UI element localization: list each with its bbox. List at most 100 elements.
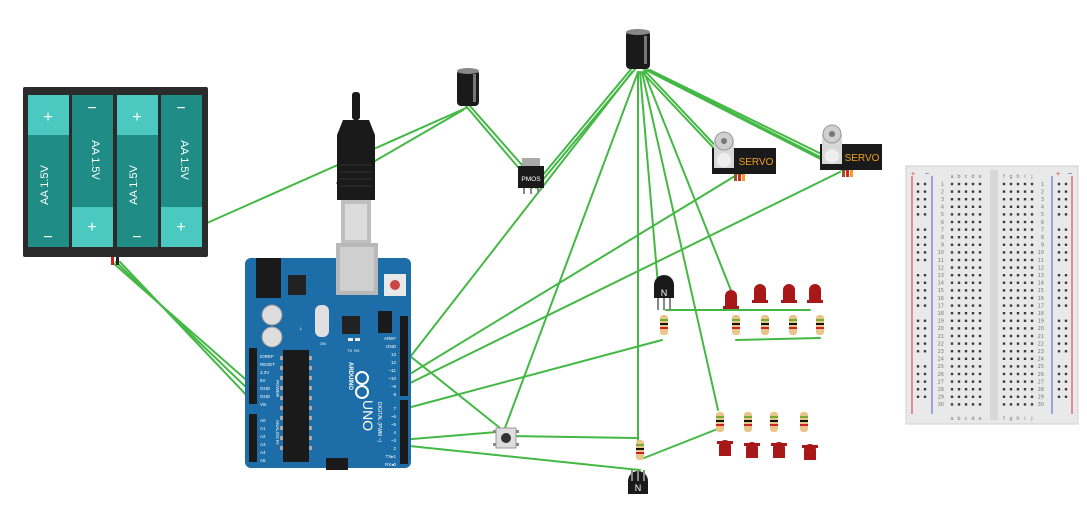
- rail-hole[interactable]: [1057, 350, 1061, 353]
- breadboard-hole[interactable]: [950, 205, 954, 208]
- breadboard-hole[interactable]: [950, 395, 954, 398]
- breadboard-hole[interactable]: [964, 274, 968, 277]
- breadboard-hole[interactable]: [1023, 274, 1027, 277]
- rail-hole[interactable]: [1057, 190, 1061, 193]
- breadboard-hole[interactable]: [1030, 198, 1034, 201]
- breadboard-hole[interactable]: [957, 327, 961, 330]
- breadboard-hole[interactable]: [957, 266, 961, 269]
- breadboard-hole[interactable]: [1002, 342, 1006, 345]
- rail-hole[interactable]: [1057, 327, 1061, 330]
- rail-hole[interactable]: [923, 243, 927, 246]
- breadboard-hole[interactable]: [957, 258, 961, 262]
- rail-hole[interactable]: [923, 205, 927, 208]
- breadboard-hole[interactable]: [978, 236, 982, 239]
- breadboard-hole[interactable]: [950, 182, 954, 186]
- rail-hole[interactable]: [1064, 365, 1068, 368]
- breadboard-hole[interactable]: [1016, 365, 1020, 368]
- breadboard-hole[interactable]: [1023, 357, 1027, 360]
- breadboard-hole[interactable]: [1002, 334, 1006, 338]
- breadboard-hole[interactable]: [978, 403, 982, 406]
- breadboard-hole[interactable]: [971, 198, 975, 201]
- breadboard-hole[interactable]: [957, 228, 961, 231]
- breadboard-hole[interactable]: [1023, 296, 1027, 300]
- breadboard-hole[interactable]: [978, 327, 982, 330]
- breadboard-hole[interactable]: [950, 327, 954, 330]
- battery-pack[interactable]: + AA 1.5V − − AA 1.5V + + AA 1.5V − − AA…: [23, 87, 208, 265]
- rail-hole[interactable]: [923, 350, 927, 353]
- rail-hole[interactable]: [923, 395, 927, 398]
- rail-hole[interactable]: [916, 205, 920, 208]
- breadboard-hole[interactable]: [971, 182, 975, 186]
- rail-hole[interactable]: [923, 274, 927, 277]
- breadboard-hole[interactable]: [964, 281, 968, 284]
- rail-hole[interactable]: [916, 182, 920, 186]
- breadboard-hole[interactable]: [1002, 205, 1006, 208]
- breadboard-hole[interactable]: [1030, 334, 1034, 338]
- rail-hole[interactable]: [923, 319, 927, 322]
- breadboard-hole[interactable]: [1023, 403, 1027, 406]
- breadboard-hole[interactable]: [971, 365, 975, 368]
- rail-hole[interactable]: [1057, 296, 1061, 300]
- breadboard-hole[interactable]: [1009, 403, 1013, 406]
- breadboard-hole[interactable]: [1009, 304, 1013, 307]
- rail-hole[interactable]: [1064, 296, 1068, 300]
- breadboard-hole[interactable]: [1016, 350, 1020, 353]
- breadboard-hole[interactable]: [1030, 395, 1034, 398]
- rail-hole[interactable]: [1064, 372, 1068, 376]
- wire[interactable]: [399, 339, 663, 411]
- breadboard-hole[interactable]: [1016, 281, 1020, 284]
- breadboard-hole[interactable]: [950, 198, 954, 201]
- breadboard-hole[interactable]: [1030, 388, 1034, 391]
- breadboard-hole[interactable]: [964, 266, 968, 269]
- breadboard-hole[interactable]: [957, 334, 961, 338]
- rail-hole[interactable]: [1057, 380, 1061, 383]
- breadboard-hole[interactable]: [1023, 380, 1027, 383]
- breadboard-hole[interactable]: [950, 289, 954, 292]
- wire[interactable]: [504, 71, 639, 429]
- breadboard-hole[interactable]: [978, 388, 982, 391]
- breadboard-hole[interactable]: [1023, 251, 1027, 254]
- breadboard-hole[interactable]: [978, 198, 982, 201]
- wire[interactable]: [111, 261, 253, 386]
- breadboard-hole[interactable]: [950, 380, 954, 383]
- breadboard-hole[interactable]: [964, 327, 968, 330]
- rail-hole[interactable]: [1064, 190, 1068, 193]
- breadboard-hole[interactable]: [1002, 350, 1006, 353]
- rail-hole[interactable]: [916, 334, 920, 338]
- breadboard-hole[interactable]: [964, 220, 968, 224]
- breadboard-hole[interactable]: [971, 319, 975, 322]
- rail-hole[interactable]: [916, 274, 920, 277]
- breadboard-hole[interactable]: [1002, 372, 1006, 376]
- breadboard-hole[interactable]: [1016, 289, 1020, 292]
- breadboard-hole[interactable]: [957, 296, 961, 300]
- breadboard-hole[interactable]: [1016, 190, 1020, 193]
- rail-hole[interactable]: [1064, 274, 1068, 277]
- rail-hole[interactable]: [923, 213, 927, 216]
- breadboard-hole[interactable]: [1002, 395, 1006, 398]
- breadboard-hole[interactable]: [957, 357, 961, 360]
- breadboard-hole[interactable]: [957, 274, 961, 277]
- breadboard-hole[interactable]: [971, 251, 975, 254]
- breadboard-hole[interactable]: [1023, 266, 1027, 269]
- rail-hole[interactable]: [923, 251, 927, 254]
- breadboard-hole[interactable]: [978, 205, 982, 208]
- breadboard-hole[interactable]: [1023, 258, 1027, 262]
- breadboard-hole[interactable]: [1016, 319, 1020, 322]
- breadboard-hole[interactable]: [1009, 289, 1013, 292]
- resistor[interactable]: [800, 412, 808, 432]
- rail-hole[interactable]: [923, 365, 927, 368]
- breadboard-hole[interactable]: [964, 205, 968, 208]
- red-led[interactable]: [717, 440, 733, 456]
- breadboard-hole[interactable]: [971, 388, 975, 391]
- breadboard-hole[interactable]: [1009, 319, 1013, 322]
- wire[interactable]: [399, 175, 736, 381]
- breadboard-hole[interactable]: [1002, 388, 1006, 391]
- breadboard-hole[interactable]: [978, 220, 982, 224]
- breadboard-hole[interactable]: [957, 198, 961, 201]
- breadboard-hole[interactable]: [978, 213, 982, 216]
- rail-hole[interactable]: [1057, 334, 1061, 338]
- breadboard-hole[interactable]: [1023, 205, 1027, 208]
- breadboard-hole[interactable]: [957, 281, 961, 284]
- rail-hole[interactable]: [916, 296, 920, 300]
- npn-transistor[interactable]: N: [628, 470, 648, 494]
